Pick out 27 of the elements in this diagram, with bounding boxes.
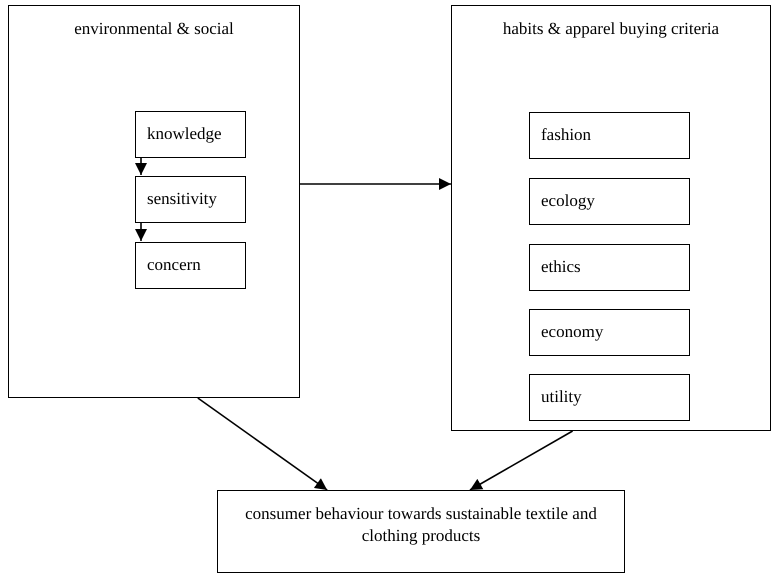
group-box <box>217 490 625 573</box>
arrow <box>135 222 147 241</box>
arrow <box>197 397 328 491</box>
factor-box <box>529 178 690 225</box>
box-label: fashion <box>540 124 592 146</box>
box-label: ethics <box>540 256 582 278</box>
group-title: habits & apparel buying criteria <box>502 18 720 40</box>
factor-box <box>529 309 690 356</box>
factor-box <box>135 176 246 223</box>
factor-box <box>135 111 246 158</box>
factor-box <box>529 244 690 291</box>
group-box <box>8 5 300 398</box>
factor-box <box>529 112 690 159</box>
box-label: ecology <box>540 190 596 212</box>
arrow <box>135 157 147 175</box>
box-label: economy <box>540 321 604 343</box>
arrow <box>300 178 451 190</box>
box-label: consumer behaviour towards sustainable textile and clothing products <box>244 503 598 547</box>
arrow <box>470 430 573 491</box>
group-title: environmental & social <box>73 18 235 40</box>
box-label: sensitivity <box>146 188 218 210</box>
box-label: utility <box>540 386 583 408</box>
factor-box <box>529 374 690 421</box>
group-box <box>451 5 771 431</box>
box-label: knowledge <box>146 123 223 145</box>
factor-box <box>135 242 246 289</box>
box-label: concern <box>146 254 202 276</box>
